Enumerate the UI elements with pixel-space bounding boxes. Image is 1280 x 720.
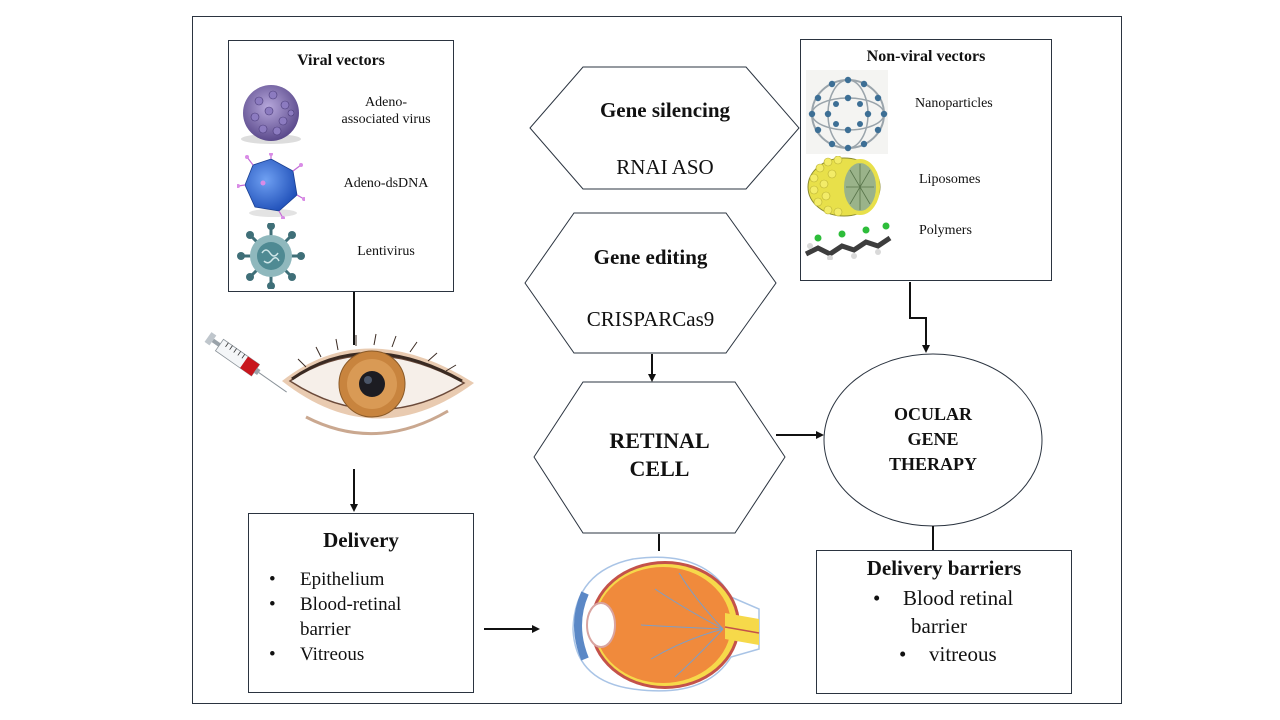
ocular-line2: GENE xyxy=(907,429,959,449)
delivery-barriers-item: • vitreous xyxy=(899,642,997,666)
eye-cross-section-illustration xyxy=(572,556,760,692)
nanoparticle-icon xyxy=(806,70,888,154)
delivery-barriers-title: Delivery barriers xyxy=(866,556,1022,580)
bullet-icon: • xyxy=(269,644,276,665)
gene-editing-hexagon xyxy=(524,212,777,354)
delivery-title: Delivery xyxy=(323,528,399,552)
delivery-item: • Epithelium xyxy=(269,569,385,590)
non-viral-vectors-title: Non-viral vectors xyxy=(866,48,986,65)
bullet-icon: • xyxy=(899,642,907,666)
gene-silencing-title: Gene silencing xyxy=(599,98,731,122)
adeno-label: Adeno-dsDNA xyxy=(343,176,429,191)
aav-label-line1: Adeno- xyxy=(365,95,407,110)
aav-label-line2: associated virus xyxy=(341,112,431,127)
ocular-line3: THERAPY xyxy=(888,454,977,474)
gene-silencing-hexagon xyxy=(529,66,800,190)
liposome-icon xyxy=(807,156,881,217)
delivery-box: Delivery • Epithelium • Blood-retinal ba… xyxy=(248,513,474,693)
non-viral-vectors-box: Non-viral vectors Nanoparticles Li xyxy=(800,39,1052,281)
delivery-item: • Blood-retinal barrier xyxy=(269,594,402,640)
polymers-label: Polymers xyxy=(919,223,972,238)
delivery-item: • Vitreous xyxy=(269,644,365,665)
viral-vectors-box: Viral vectors Adeno- associated virus xyxy=(228,40,454,292)
gene-editing-node: Gene editing CRISPARCas9 xyxy=(525,213,776,353)
ocular-line1: OCULAR xyxy=(893,404,972,424)
lentivirus-icon xyxy=(237,223,305,289)
delivery-barriers-list: • Blood retinal barrier • vitreous xyxy=(817,584,1071,668)
bullet-icon: • xyxy=(269,569,276,590)
bullet-icon: • xyxy=(873,586,881,610)
ocular-gene-therapy-node: OCULAR GENE THERAPY xyxy=(824,354,1042,526)
connector-nonviral-to-ocular xyxy=(909,282,930,353)
lentivirus-label: Lentivirus xyxy=(357,244,415,259)
delivery-barriers-item: • Blood retinal barrier xyxy=(873,586,1014,638)
aav-capsid-icon xyxy=(241,85,301,144)
delivery-barriers-box: Delivery barriers • Blood retinal barrie… xyxy=(816,550,1072,694)
retinal-cell-hexagon xyxy=(533,381,786,534)
syringe-icon xyxy=(204,332,287,393)
liposomes-label: Liposomes xyxy=(919,172,981,187)
gene-editing-title: Gene editing xyxy=(593,245,708,269)
retinal-cell-node: RETINAL CELL xyxy=(534,382,785,533)
viral-vectors-title: Viral vectors xyxy=(297,52,385,69)
nanoparticles-label: Nanoparticles xyxy=(915,96,993,111)
delivery-list: • Epithelium • Blood-retinal barrier • V… xyxy=(249,567,473,667)
gene-silencing-node: Gene silencing RNAI ASO xyxy=(530,67,800,189)
gene-editing-subtitle: CRISPARCas9 xyxy=(586,307,715,331)
retinal-cell-line1: RETINAL xyxy=(609,428,710,453)
aav-label: Adeno- associated virus xyxy=(321,94,451,128)
gene-silencing-subtitle: RNAI ASO xyxy=(616,155,714,179)
polymer-chain-icon xyxy=(804,222,892,260)
retinal-cell-line2: CELL xyxy=(629,456,690,481)
diagram-frame xyxy=(192,16,1122,704)
bullet-icon: • xyxy=(269,594,276,615)
adenovirus-icon xyxy=(237,153,305,219)
eye-icon xyxy=(282,333,474,436)
eye-with-syringe-illustration xyxy=(204,332,474,436)
